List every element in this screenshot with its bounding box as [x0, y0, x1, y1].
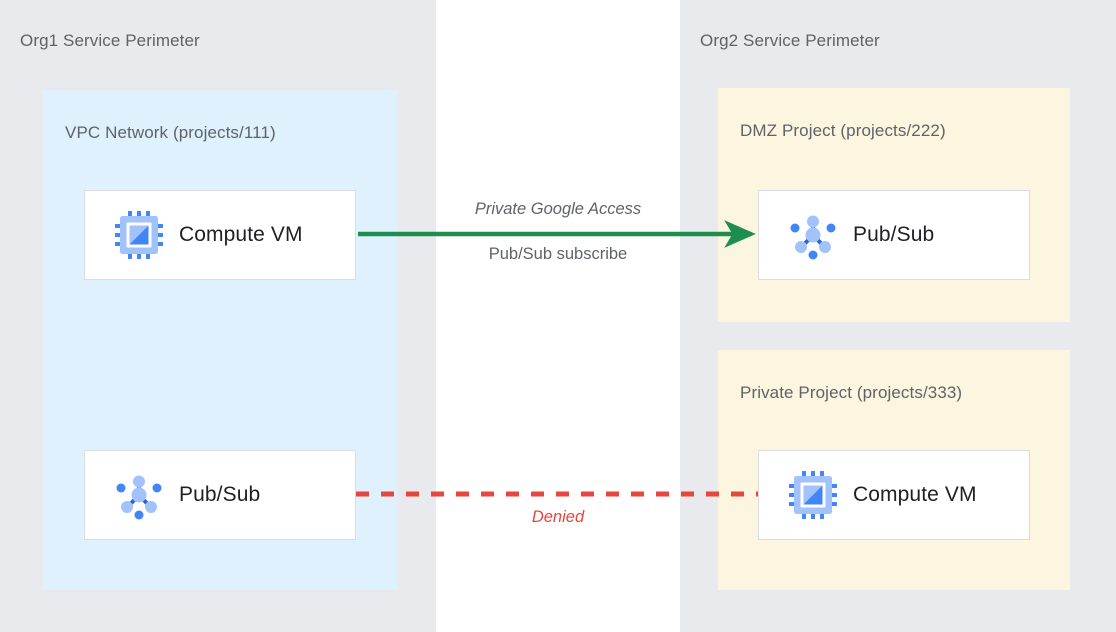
box-vpc-network-title: VPC Network (projects/111) [65, 123, 276, 142]
connector-allowed-label-top: Private Google Access [474, 200, 642, 218]
connector-denied-label: Denied [531, 508, 585, 526]
compute-vm-icon [113, 209, 165, 261]
resource-card-compute-vm-left-label: Compute VM [179, 223, 303, 246]
resource-card-compute-vm-right[interactable]: Compute VM [758, 450, 1030, 540]
pubsub-icon [113, 469, 165, 521]
resource-card-compute-vm-left[interactable]: Compute VM [84, 190, 356, 280]
box-private-project-title: Private Project (projects/333) [740, 383, 963, 402]
resource-card-pubsub-right-label: Pub/Sub [853, 223, 935, 246]
connector-allowed-label-bottom: Pub/Sub subscribe [488, 245, 628, 263]
resource-card-pubsub-left[interactable]: Pub/Sub [84, 450, 356, 540]
perimeter-org1-title: Org1 Service Perimeter [20, 31, 200, 50]
resource-card-pubsub-right[interactable]: Pub/Sub [758, 190, 1030, 280]
compute-vm-icon [787, 469, 839, 521]
pubsub-icon [787, 209, 839, 261]
resource-card-compute-vm-right-label: Compute VM [853, 483, 977, 506]
box-dmz-project-title: DMZ Project (projects/222) [740, 121, 946, 140]
perimeter-org2-title: Org2 Service Perimeter [700, 31, 880, 50]
resource-card-pubsub-left-label: Pub/Sub [179, 483, 261, 506]
